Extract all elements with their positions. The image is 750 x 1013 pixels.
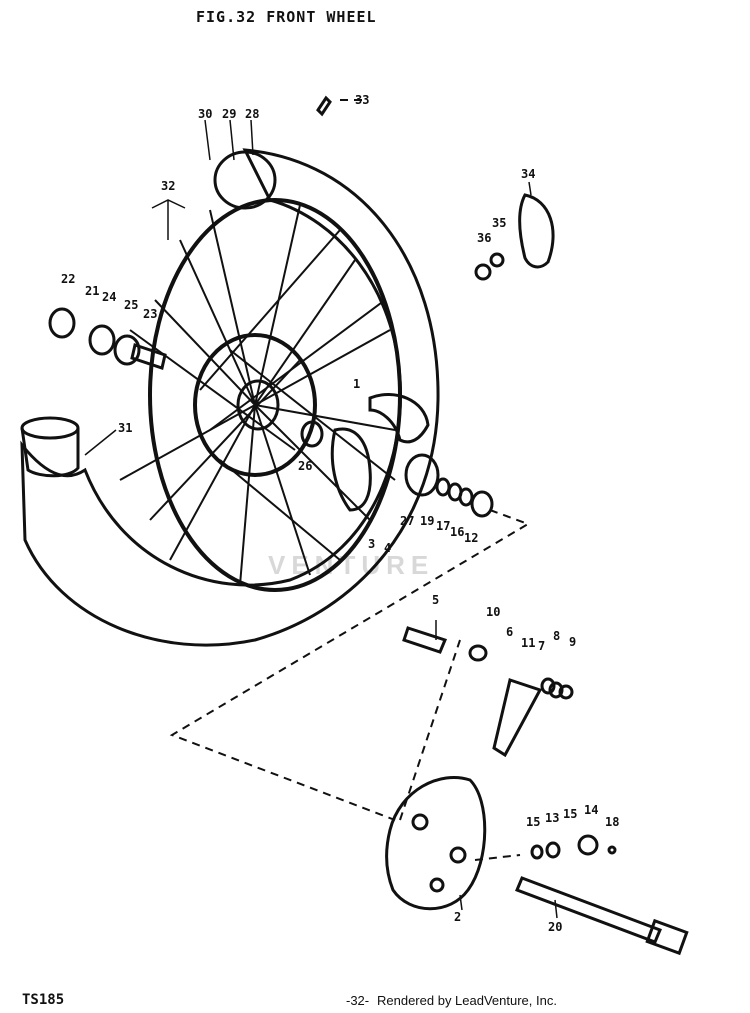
callout-31: 31 [118, 421, 132, 435]
panel-hole-upper [411, 813, 429, 831]
nut-36 [474, 263, 492, 281]
washer-13 [545, 841, 561, 859]
callout-26: 26 [298, 459, 312, 473]
figure-title: FIG.32 FRONT WHEEL [196, 8, 377, 26]
washer-7 [540, 677, 556, 695]
callout-11: 11 [521, 636, 535, 650]
callout-20: 20 [548, 920, 562, 934]
washer-15 [530, 844, 544, 860]
brake-shoe-lower [330, 427, 372, 512]
callout-28: 28 [245, 107, 259, 121]
callout-30: 30 [198, 107, 212, 121]
callout-32: 32 [161, 179, 175, 193]
tube-body-left [20, 427, 80, 478]
callout-19: 19 [420, 514, 434, 528]
callout-8: 8 [553, 629, 560, 643]
callout-25: 25 [124, 298, 138, 312]
callout-10: 10 [486, 605, 500, 619]
callout-6: 6 [506, 625, 513, 639]
spokes [119, 204, 396, 586]
callout-12: 12 [464, 531, 478, 545]
brake-lever-6 [492, 678, 543, 758]
spacer-12 [470, 490, 494, 518]
nut-9 [558, 684, 574, 700]
callout-34: 34 [521, 167, 535, 181]
collar-26 [300, 420, 324, 448]
callout-5: 5 [432, 593, 439, 607]
callout-23: 23 [143, 307, 157, 321]
axle-head [645, 918, 689, 956]
callout-24: 24 [102, 290, 116, 304]
callout-7: 7 [538, 639, 545, 653]
callout-15b: 15 [563, 807, 577, 821]
callout-21: 21 [85, 284, 99, 298]
ring-19 [435, 477, 451, 497]
callout-29: 29 [222, 107, 236, 121]
rendered-by-credit: Rendered by LeadVenture, Inc. [377, 993, 557, 1008]
tube-end-top [213, 150, 277, 210]
brake-panel-2 [385, 775, 487, 911]
brake-cam-3 [402, 626, 448, 654]
callout-3: 3 [368, 537, 375, 551]
pin-18 [607, 845, 617, 855]
page-number: -32- [346, 993, 370, 1008]
panel-hole-lower [429, 877, 445, 893]
bearing-24 [88, 324, 116, 356]
callout-36: 36 [477, 231, 491, 245]
callout-18: 18 [605, 815, 619, 829]
washer-8 [548, 681, 564, 699]
callout-35: 35 [492, 216, 506, 230]
callout-4: 4 [384, 541, 391, 555]
spacer-25 [113, 334, 141, 366]
panel-ring-27 [404, 453, 440, 497]
callout-17: 17 [436, 519, 450, 533]
callout-27: 27 [400, 514, 414, 528]
callout-16: 16 [450, 525, 464, 539]
spacer-23 [130, 343, 167, 370]
tube-end-left [20, 416, 80, 440]
callout-15a: 15 [526, 815, 540, 829]
callout-labels: 33 30 29 28 32 34 35 36 22 21 24 25 23 1… [61, 93, 619, 934]
seal-16 [458, 487, 474, 507]
nut-14 [577, 834, 599, 856]
hub-body [193, 333, 317, 477]
seal-22 [48, 307, 76, 339]
hub-center [236, 379, 280, 431]
washer-35 [489, 252, 505, 268]
reference-lines [169, 99, 531, 861]
callout-1: 1 [353, 377, 360, 391]
callout-33: 33 [355, 93, 369, 107]
brake-shoe-upper [368, 393, 430, 444]
seal-10 [468, 644, 488, 662]
callout-14: 14 [584, 803, 598, 817]
disc-plate-34 [518, 193, 555, 269]
leader-lines [84, 119, 558, 919]
model-code: TS185 [22, 992, 65, 1008]
screw-33 [316, 95, 332, 117]
callout-2: 2 [454, 910, 461, 924]
callout-9: 9 [569, 635, 576, 649]
callout-13: 13 [545, 811, 559, 825]
panel-hole-mid [449, 846, 467, 864]
callout-22: 22 [61, 272, 75, 286]
axle-20 [515, 876, 662, 944]
